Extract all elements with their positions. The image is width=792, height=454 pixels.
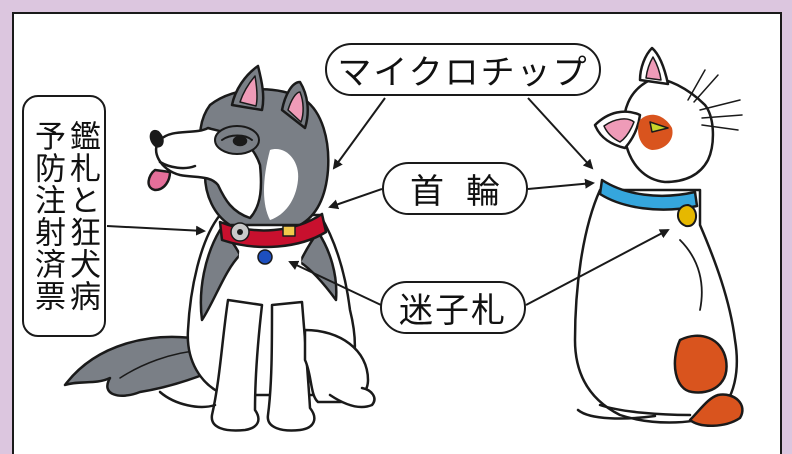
- dog-front-leg-left: [210, 298, 264, 432]
- dog-nose: [149, 129, 164, 148]
- cat-illustration: [573, 46, 744, 427]
- arrow-collar-dog: [328, 188, 383, 210]
- label-name-tag-text: 迷子札: [399, 291, 507, 331]
- arrow-nametag-dog: [288, 260, 382, 306]
- label-collar-text: 首輪: [410, 172, 522, 212]
- arrow-nametag-cat: [525, 229, 670, 306]
- arrow-microchip-dog: [332, 97, 386, 170]
- dog-tail: [63, 335, 212, 397]
- arrow-microchip-cat: [527, 97, 594, 170]
- label-rabies-tag-text: 予防注射済票: [29, 120, 65, 312]
- dog-illustration: [63, 64, 376, 432]
- cat-tail: [598, 403, 692, 417]
- cat-name-tag: [677, 204, 697, 228]
- label-collar: 首輪: [382, 162, 528, 215]
- label-microchip-text: マイクロチップ: [337, 53, 589, 93]
- pointer-arrows: [106, 97, 670, 306]
- arrow-collar-cat: [527, 178, 595, 190]
- dog-name-tag: [257, 249, 273, 265]
- cat-patch-hip: [673, 334, 728, 394]
- label-license-tag-text: 鑑札と狂犬病: [64, 120, 100, 312]
- label-license-and-rabies-tag: 予防注射済票 鑑札と狂犬病: [22, 95, 106, 337]
- arrow-dogtag: [106, 225, 206, 236]
- label-microchip: マイクロチップ: [325, 43, 601, 96]
- cat-patch-tail: [688, 393, 744, 427]
- cat-collar: [598, 178, 699, 211]
- label-name-tag: 迷子札: [380, 281, 526, 334]
- dog-tongue: [147, 168, 172, 192]
